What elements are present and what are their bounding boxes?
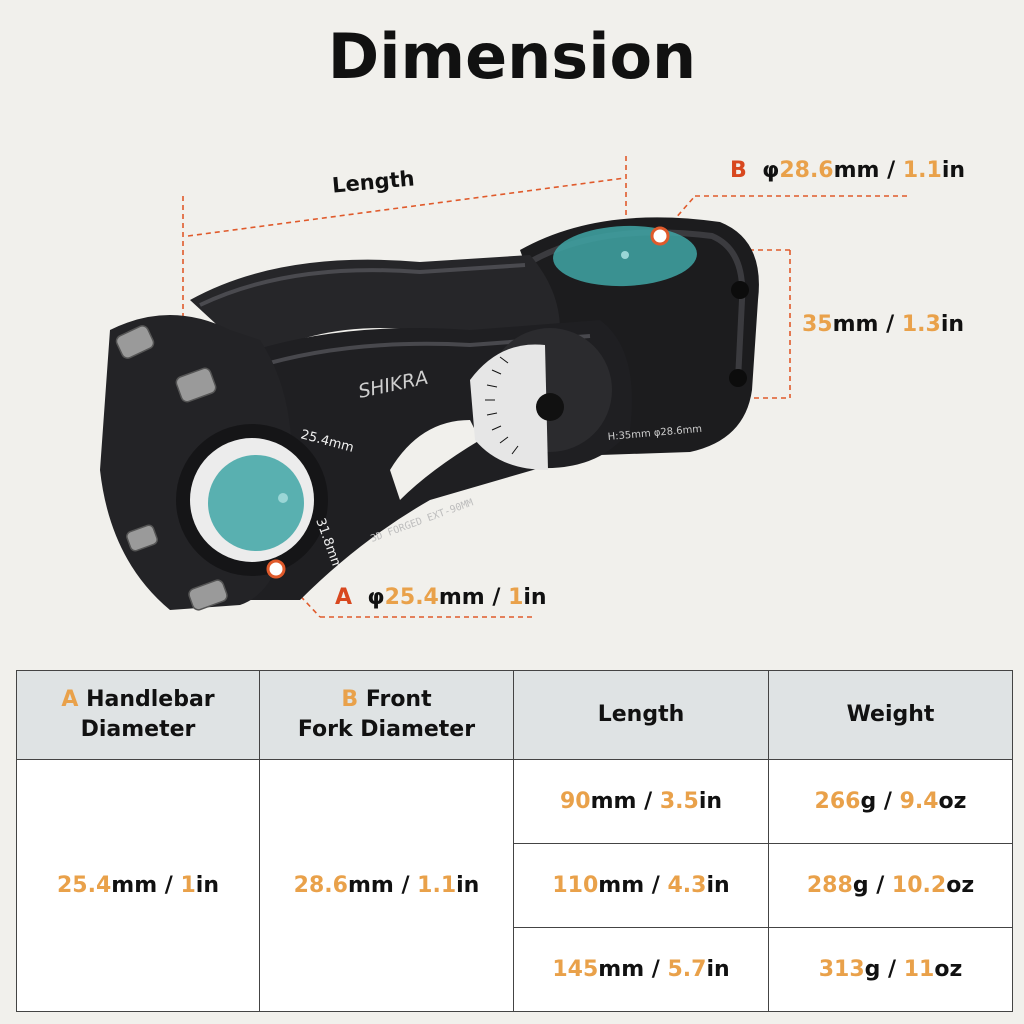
weight-cell: 266g / 9.4oz [768, 759, 1013, 844]
weight-sep: / [876, 789, 900, 814]
length-cell: 110mm / 4.3in [513, 843, 769, 928]
weight-oz: 11 [903, 957, 935, 982]
fork-in-unit: in [456, 873, 480, 898]
a-mm-value: 25.4 [384, 585, 439, 610]
length-sep: / [644, 957, 668, 982]
header-weight: Weight [768, 670, 1013, 760]
h-sep: / [878, 312, 902, 337]
header-a-letter: A [61, 687, 79, 712]
handlebar-value: 25.4mm / 1in [16, 759, 260, 1012]
spec-table: A Handlebar Diameter B Front Fork Diamet… [16, 670, 1013, 1012]
length-mm-unit: mm [598, 873, 645, 898]
table-row: 25.4mm / 1in 28.6mm / 1.1in 90mm / 3.5in… [16, 759, 1013, 1012]
fork-sep: / [393, 873, 418, 898]
handlebar-mm: 25.4 [56, 873, 112, 898]
length-mm: 110 [552, 873, 599, 898]
length-mm-unit: mm [598, 957, 645, 982]
length-in-unit: in [706, 873, 730, 898]
length-sep: / [644, 873, 668, 898]
b-diameter-callout: B φ28.6mm / 1.1in [730, 158, 965, 183]
length-in-unit: in [698, 789, 723, 814]
a-letter: A [335, 585, 353, 610]
weight-oz: 10.2 [891, 873, 947, 898]
a-sep: / [484, 585, 509, 610]
length-mm: 145 [552, 957, 599, 982]
weight-cell: 288g / 10.2oz [768, 843, 1013, 928]
header-a-line2: Diameter [80, 717, 196, 742]
length-sep: / [636, 789, 660, 814]
length-cell: 90mm / 3.5in [513, 759, 769, 844]
header-handlebar: A Handlebar Diameter [16, 670, 260, 760]
length-cell: 145mm / 5.7in [513, 927, 769, 1012]
b-in-unit: in [941, 158, 966, 183]
weight-g: 313 [818, 957, 865, 982]
weight-sep: / [868, 873, 892, 898]
a-in-unit: in [523, 585, 547, 610]
b-mm-value: 28.6 [779, 158, 834, 183]
handlebar-in-unit: in [195, 873, 219, 898]
length-mm: 90 [559, 789, 591, 814]
bike-stem-illustration: SHIKRA 25.4mm 31.8mm 3D FORGED EXT-90MM … [100, 156, 910, 618]
header-b-letter: B [341, 687, 359, 712]
page-title: Dimension [327, 20, 697, 93]
a-phi: φ [367, 585, 385, 610]
fork-mm-unit: mm [347, 873, 394, 898]
weight-oz-unit: oz [946, 873, 975, 898]
length-in: 3.5 [659, 789, 699, 814]
length-in: 4.3 [667, 873, 707, 898]
b-phi: φ [762, 158, 780, 183]
weight-g: 266 [814, 789, 861, 814]
a-mm-unit: mm [438, 585, 485, 610]
fork-value: 28.6mm / 1.1in [259, 759, 514, 1012]
b-sep: / [879, 158, 903, 183]
fork-in: 1.1 [417, 873, 457, 898]
header-b-line1: Front [365, 687, 432, 712]
a-diameter-callout: A φ25.4mm / 1in [335, 585, 547, 610]
fork-mm: 28.6 [293, 873, 348, 898]
length-in: 5.7 [667, 957, 707, 982]
table-header-row: A Handlebar Diameter B Front Fork Diamet… [16, 670, 1013, 760]
length-mm-unit: mm [590, 789, 637, 814]
handlebar-in: 1 [180, 873, 196, 898]
a-in-value: 1 [508, 585, 524, 610]
handlebar-mm-unit: mm [111, 873, 158, 898]
weight-cell: 313g / 11oz [768, 927, 1013, 1012]
h-in-unit: in [940, 312, 965, 337]
table-row: 110mm / 4.3in 288g / 10.2oz [17, 843, 1013, 928]
weight-sep: / [880, 957, 904, 982]
weight-g: 288 [806, 873, 853, 898]
header-length: Length [513, 670, 769, 760]
weight-oz: 9.4 [899, 789, 939, 814]
weight-g-unit: g [860, 789, 877, 814]
handlebar-sep: / [157, 873, 181, 898]
h-mm-value: 35 [802, 312, 833, 337]
h-in-value: 1.3 [901, 312, 941, 337]
h-mm-unit: mm [832, 312, 879, 337]
weight-oz-unit: oz [934, 957, 963, 982]
length-in-unit: in [706, 957, 730, 982]
table-row: 145mm / 5.7in 313g / 11oz [17, 927, 1013, 1012]
height-callout: 35mm / 1.3in [802, 312, 964, 337]
header-fork: B Front Fork Diameter [259, 670, 514, 760]
header-b-line2: Fork Diameter [297, 717, 476, 742]
b-letter: B [730, 158, 747, 183]
header-a-line1: Handlebar [86, 687, 215, 712]
b-in-value: 1.1 [902, 158, 942, 183]
weight-g-unit: g [864, 957, 881, 982]
b-mm-unit: mm [833, 158, 880, 183]
weight-g-unit: g [852, 873, 869, 898]
weight-oz-unit: oz [938, 789, 967, 814]
